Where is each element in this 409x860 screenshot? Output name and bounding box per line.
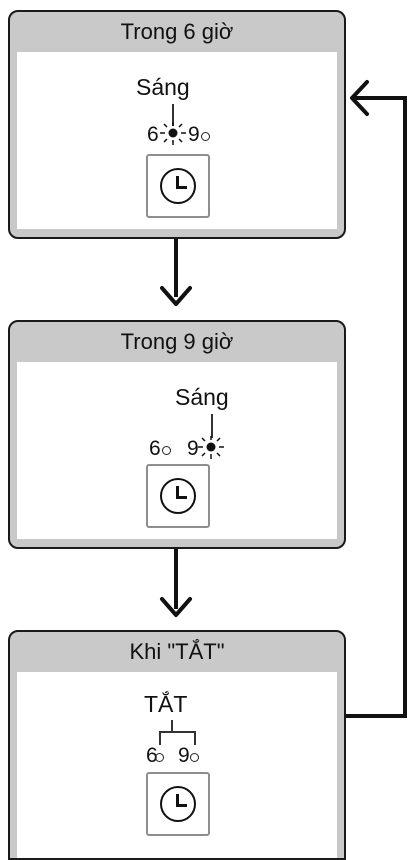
arrow-shaft (174, 549, 178, 609)
unlit-lamp-icon (190, 753, 199, 762)
unlit-lamp-icon (155, 753, 164, 762)
timer-box (146, 154, 210, 218)
mode-label: Sáng (175, 384, 229, 410)
leader-line (171, 720, 173, 732)
hour-label-6: 6 (149, 437, 161, 460)
clock-icon (160, 478, 196, 514)
arrow-down-icon (160, 597, 192, 617)
hour-label-6: 6 (147, 123, 159, 146)
unlit-lamp-icon (162, 446, 171, 455)
leader-line (172, 104, 174, 126)
timer-box (146, 772, 210, 836)
panel-6h: Trong 6 giờ Sáng 6 9 (8, 10, 346, 239)
hour-label-9: 9 (178, 744, 190, 767)
panel-title: Trong 9 giờ (120, 329, 234, 354)
panel-title: Khi "TẮT" (129, 639, 225, 664)
panel-9h: Trong 9 giờ Sáng 6 9 (8, 320, 346, 549)
bracket-line (159, 731, 161, 745)
panel-body: Sáng 6 9 (17, 362, 337, 539)
lit-lamp-icon (160, 122, 186, 145)
mode-label: Sáng (136, 74, 190, 100)
clock-icon (160, 786, 196, 822)
arrow-left-icon (350, 80, 369, 116)
timer-box (146, 464, 210, 528)
panel-body: Sáng 6 9 (17, 52, 337, 229)
panel-body: TẮT 6 9 (17, 672, 337, 858)
return-line (403, 96, 407, 718)
return-line (346, 714, 407, 718)
clock-icon (160, 168, 196, 204)
hour-label-9: 9 (187, 437, 199, 460)
arrow-down-icon (160, 286, 192, 306)
leader-line (211, 414, 213, 438)
unlit-lamp-icon (201, 132, 210, 141)
hour-label-6: 6 (146, 744, 158, 767)
bracket-line (194, 731, 196, 745)
mode-label: TẮT (144, 691, 188, 717)
panel-off: Khi "TẮT" TẮT 6 9 (8, 630, 346, 860)
return-line (354, 96, 407, 100)
bracket-line (159, 731, 195, 733)
arrow-shaft (174, 239, 178, 297)
lit-lamp-icon (198, 436, 224, 459)
panel-title: Trong 6 giờ (120, 19, 234, 44)
hour-label-9: 9 (188, 123, 200, 146)
